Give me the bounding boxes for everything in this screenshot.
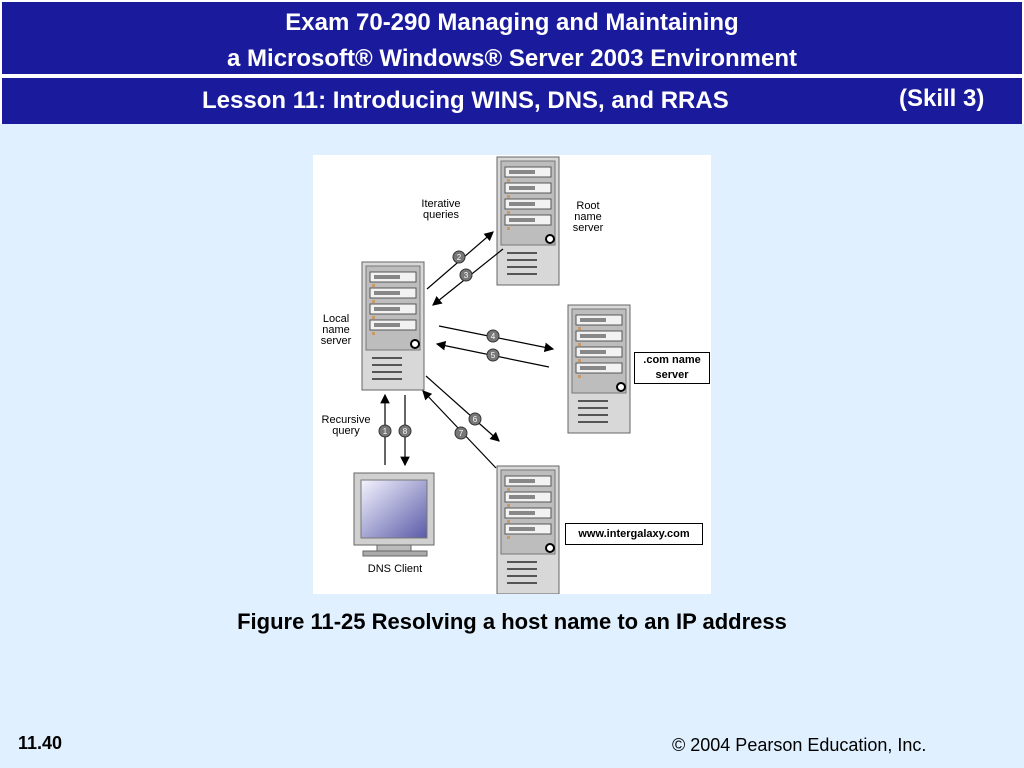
copyright: © 2004 Pearson Education, Inc. (672, 735, 927, 755)
dns-client-monitor (353, 472, 435, 557)
label-local-name-server: Local name server (320, 313, 352, 347)
lesson-title: Lesson 11: Introducing WINS, DNS, and RR… (202, 87, 729, 114)
title-line-2: a Microsoft® Windows® Server 2003 Enviro… (227, 45, 797, 72)
title-line-1: Exam 70-290 Managing and Maintaining (285, 9, 739, 36)
step-number: 3 (464, 271, 469, 280)
step-badge-6: 6 (468, 412, 482, 426)
header: Exam 70-290 Managing and Maintaining a M… (0, 0, 1024, 124)
web-server (496, 465, 560, 594)
step-badge-7: 7 (454, 426, 468, 440)
label-iterative-queries: Iterative queries (421, 198, 461, 221)
lesson-band: Lesson 11: Introducing WINS, DNS, and RR… (2, 78, 1022, 124)
root-name-server (496, 156, 560, 286)
step-number: 7 (459, 429, 464, 438)
skill-label: (Skill 3) (899, 85, 985, 112)
step-number: 2 (457, 253, 462, 262)
step-badge-4: 4 (486, 329, 500, 343)
label-dns-client: DNS Client (367, 563, 423, 575)
com-name-server (567, 304, 631, 434)
slide-number: 11.40 (18, 733, 63, 753)
step-number: 4 (491, 332, 496, 341)
step-badge-5: 5 (486, 348, 500, 362)
step-badge-2: 2 (452, 250, 466, 264)
figure-caption: Figure 11-25 Resolving a host name to an… (237, 609, 787, 634)
step-number: 6 (473, 415, 478, 424)
title-band: Exam 70-290 Managing and Maintaining a M… (2, 2, 1022, 74)
step-number: 8 (403, 427, 408, 436)
step-badge-3: 3 (459, 268, 473, 282)
label-root-name-server: Root name server (572, 200, 604, 234)
label-www-server: www.intergalaxy.com (565, 523, 703, 545)
step-number: 5 (491, 351, 496, 360)
arrow-step-6 (425, 375, 500, 442)
step-badge-1: 1 (378, 424, 392, 438)
local-name-server (361, 261, 425, 391)
label-recursive-query: Recursive query (321, 414, 371, 437)
step-badge-8: 8 (398, 424, 412, 438)
label-com-name-server: .com name server (634, 352, 710, 384)
step-number: 1 (383, 427, 388, 436)
